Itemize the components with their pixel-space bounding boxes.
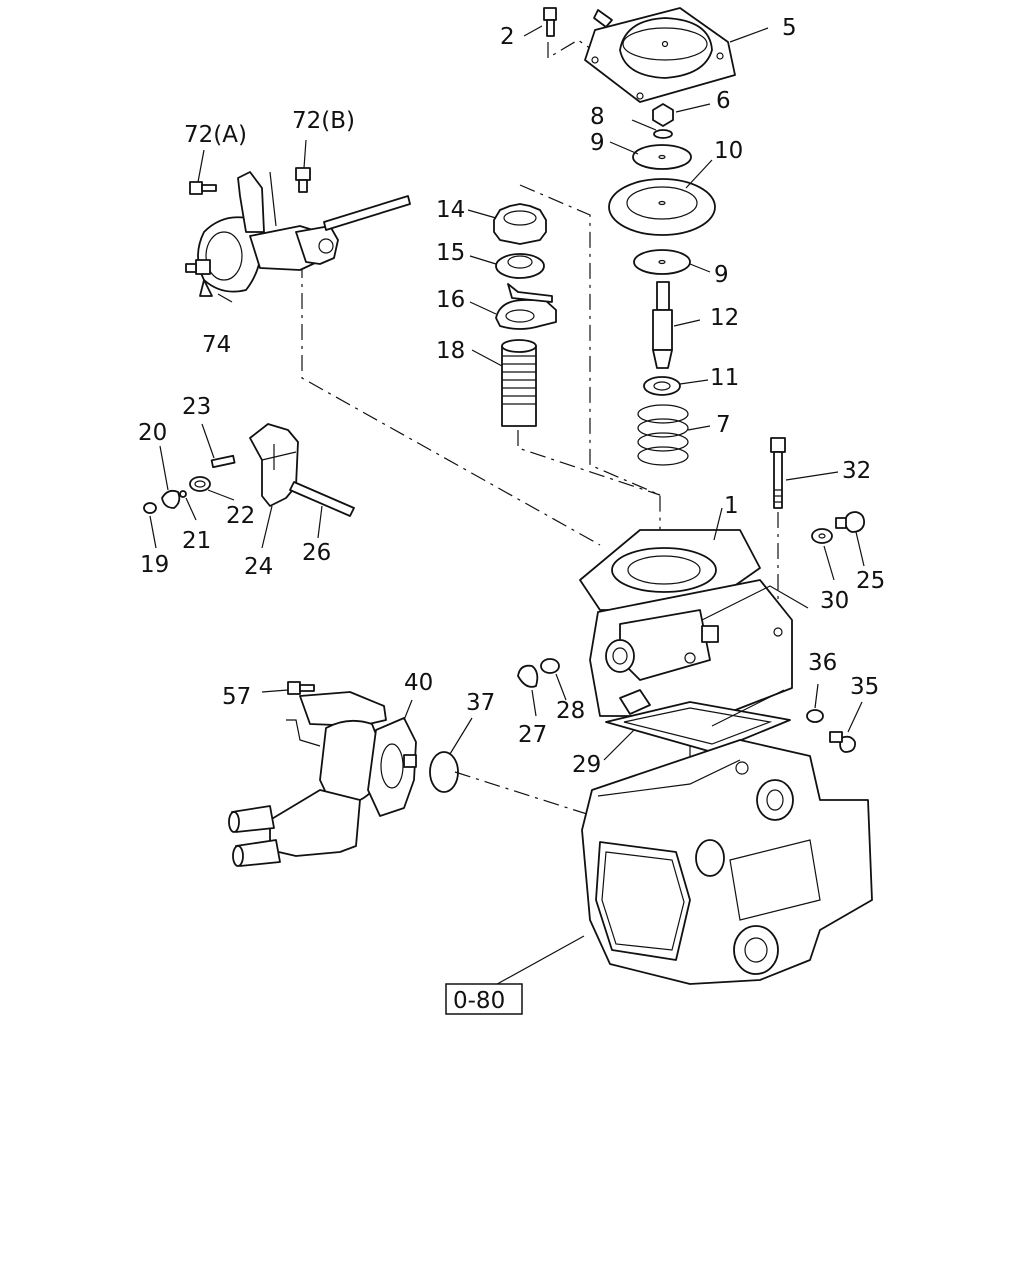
shaft-12 (652, 281, 673, 369)
callout-74: 74 (202, 332, 231, 358)
plug-27 (517, 664, 539, 688)
bushing-15 (495, 253, 545, 279)
washer-9-upper (632, 144, 692, 170)
housing-1 (579, 529, 793, 717)
oring-37 (429, 751, 459, 793)
callout-40: 40 (404, 670, 433, 696)
washer-9-lower (633, 249, 691, 275)
callout-5: 5 (782, 15, 797, 41)
callout-22: 22 (226, 503, 255, 529)
plug-28 (540, 658, 560, 674)
bolt-72b (295, 167, 311, 193)
callout-12: 12 (710, 305, 739, 331)
washer-11 (643, 376, 681, 396)
cover-plate (584, 7, 736, 103)
bolt-72a (189, 181, 217, 195)
callout-28: 28 (556, 698, 585, 724)
callout-1: 1 (724, 493, 739, 519)
callout-35: 35 (850, 674, 879, 700)
callout-18: 18 (436, 338, 465, 364)
callout-37: 37 (466, 690, 495, 716)
callout-32: 32 (842, 458, 871, 484)
screw-25 (835, 511, 865, 533)
bracket-24 (249, 423, 299, 507)
callout-19: 19 (140, 552, 169, 578)
diaphragm-10 (608, 178, 716, 236)
washer-30 (811, 528, 833, 544)
callout-14: 14 (436, 197, 465, 223)
callout-10: 10 (714, 138, 743, 164)
bracket-16 (495, 283, 557, 330)
callout-9b: 9 (714, 262, 729, 288)
ring-19 (143, 502, 157, 514)
leader-lines (149, 25, 865, 989)
callout-2: 2 (500, 24, 515, 50)
callouts: 1 2 5 6 7 8 9 9 10 11 12 14 15 16 18 19 … (138, 15, 885, 778)
callout-72b: 72(B) (292, 108, 355, 134)
gasket-29 (605, 701, 791, 753)
reference-box: 0-80 (445, 983, 523, 1015)
callout-21: 21 (182, 528, 211, 554)
callout-30: 30 (820, 588, 849, 614)
callout-29: 29 (572, 752, 601, 778)
callout-6: 6 (716, 88, 731, 114)
main-pump-body (581, 739, 873, 985)
actuator-74 (185, 171, 411, 297)
ball-21 (179, 490, 187, 498)
callout-36: 36 (808, 650, 837, 676)
reference-label: 0-80 (453, 988, 505, 1014)
callout-11: 11 (710, 365, 739, 391)
bolt-32 (770, 437, 786, 509)
callout-7: 7 (716, 412, 731, 438)
gear-14 (493, 203, 547, 245)
washer-36 (806, 709, 824, 723)
pin-26 (289, 481, 355, 517)
callout-8: 8 (590, 104, 605, 130)
callout-15: 15 (436, 240, 465, 266)
callout-16: 16 (436, 287, 465, 313)
callout-24: 24 (244, 554, 273, 580)
bolt-2 (543, 7, 557, 37)
bolt-57 (287, 681, 315, 695)
washer-8 (653, 129, 673, 139)
callout-25: 25 (856, 568, 885, 594)
callout-20: 20 (138, 420, 167, 446)
callout-57: 57 (222, 684, 251, 710)
callout-26: 26 (302, 540, 331, 566)
solenoid-40 (228, 691, 417, 867)
callout-9a: 9 (590, 130, 605, 156)
screw-35 (829, 731, 856, 753)
pin-23 (210, 454, 236, 469)
spring-22 (189, 476, 211, 492)
callout-23: 23 (182, 394, 211, 420)
spring-7 (637, 404, 689, 466)
callout-72a: 72(A) (184, 122, 247, 148)
nut-6 (652, 103, 674, 127)
callout-27: 27 (518, 722, 547, 748)
cap-20 (161, 489, 181, 509)
sleeve-18 (501, 339, 537, 427)
